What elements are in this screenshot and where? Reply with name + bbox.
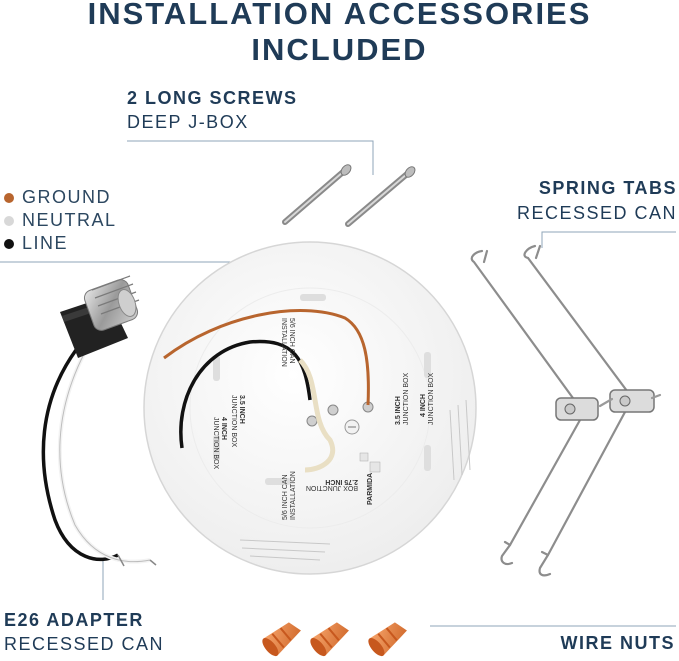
brand-label: PARMIDA bbox=[367, 473, 374, 505]
plate-label: 3.5 INCH bbox=[238, 395, 245, 424]
wire-nut bbox=[262, 622, 301, 657]
screws-leader bbox=[127, 140, 374, 175]
spring-tab-left bbox=[470, 249, 599, 566]
tab-hook bbox=[598, 397, 614, 408]
legend-item-line: LINE bbox=[4, 232, 117, 255]
plate-label: JUNCTION BOX bbox=[403, 373, 410, 425]
legend-item-ground: GROUND bbox=[4, 186, 117, 209]
screw-left bbox=[282, 164, 352, 225]
ground-dot-icon bbox=[4, 192, 14, 203]
screws-title: 2 LONG SCREWS bbox=[127, 88, 298, 108]
spring-tabs bbox=[470, 244, 662, 577]
legend-label: NEUTRAL bbox=[22, 210, 117, 230]
spring-tab-right bbox=[523, 244, 655, 577]
plate-label: 5/6 INCH CAN bbox=[282, 474, 289, 520]
plate-label: 2.75 INCH bbox=[325, 478, 358, 485]
neutral-dot-icon bbox=[4, 215, 14, 226]
legend-item-neutral: NEUTRAL bbox=[4, 209, 117, 232]
plate-label: JUNCTION BOX bbox=[428, 373, 435, 425]
screw-right bbox=[345, 166, 416, 227]
plate-label: JUNCTION BOX bbox=[212, 417, 219, 469]
plate-label: 4 INCH bbox=[220, 417, 227, 440]
plate-label: 5/6 INCH CAN bbox=[288, 318, 295, 364]
plate-label: INSTALLATION bbox=[290, 471, 297, 520]
long-screws bbox=[282, 164, 416, 227]
spring-tabs-leader bbox=[541, 231, 676, 248]
wire-nut bbox=[368, 622, 407, 657]
plate-label: BOX JUNCTION bbox=[306, 484, 358, 491]
plate-label: 4 INCH bbox=[420, 394, 427, 417]
line-dot-icon bbox=[4, 238, 14, 249]
legend-label: GROUND bbox=[22, 187, 111, 207]
mounting-plate: 3.5 INCH JUNCTION BOX 4 INCH JUNCTION BO… bbox=[143, 241, 477, 575]
legend-label: LINE bbox=[22, 233, 69, 253]
plate-label: INSTALLATION bbox=[280, 318, 287, 367]
spring-tabs-title: SPRING TABS bbox=[538, 178, 677, 198]
e26-adapter bbox=[41, 275, 157, 567]
page-title: INSTALLATION ACCESSORIES INCLUDED bbox=[87, 0, 592, 67]
wire-nuts bbox=[262, 622, 407, 657]
adapter-subtitle: RECESSED CAN bbox=[4, 634, 165, 654]
wire-color-legend: GROUND NEUTRAL LINE bbox=[4, 186, 117, 255]
plate-label: 3.5 INCH bbox=[395, 396, 402, 425]
wire-nut bbox=[310, 622, 349, 657]
tab-hook bbox=[650, 393, 662, 400]
plate-label: JUNCTION BOX bbox=[230, 395, 237, 447]
wire-nuts-title: WIRE NUTS bbox=[560, 633, 675, 653]
spring-tabs-subtitle: RECESSED CAN bbox=[516, 203, 677, 223]
adapter-title: E26 ADAPTER bbox=[4, 610, 144, 630]
screws-subtitle: DEEP J-BOX bbox=[127, 112, 249, 132]
